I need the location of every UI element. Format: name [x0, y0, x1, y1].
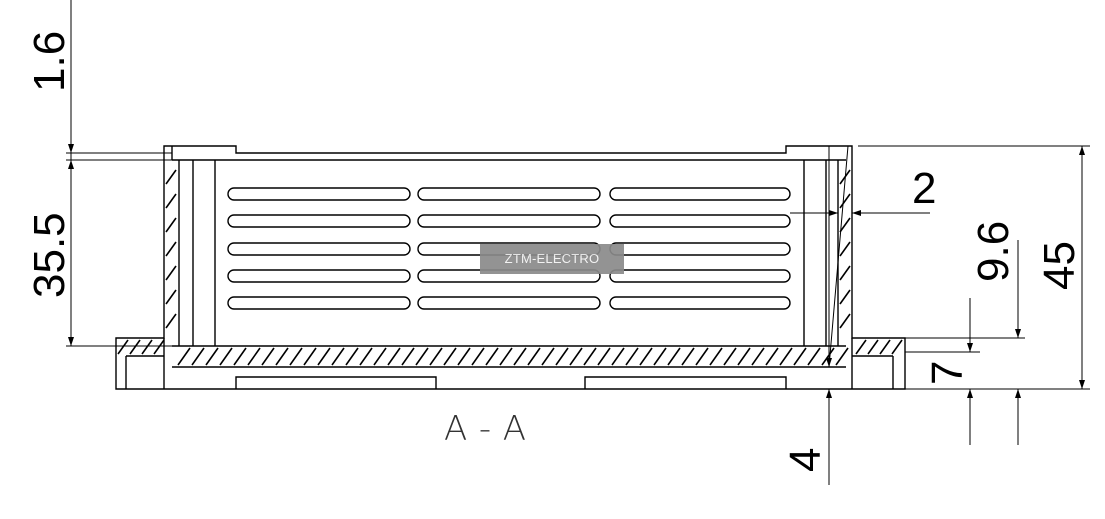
hatch-line [541, 347, 555, 366]
hatch-line [597, 347, 611, 366]
hatch-line [247, 347, 261, 366]
hatch-line [653, 347, 667, 366]
hatch-line [345, 347, 359, 366]
vent-slot [609, 242, 791, 256]
dimension-lines [66, 0, 1090, 485]
hatch-line [165, 241, 177, 257]
hatch-line [289, 347, 303, 366]
hatch-line [681, 347, 695, 366]
vent-slot [417, 214, 601, 228]
hatch-line [165, 265, 177, 281]
hatch-line [233, 347, 247, 366]
vent-slot [609, 296, 791, 310]
hatch-line [165, 193, 177, 209]
hatch-line [839, 217, 851, 233]
vent-slot [227, 214, 411, 228]
hatch-line [191, 347, 205, 366]
hatch-line [793, 347, 807, 366]
hatch-line [879, 339, 891, 355]
hatch-line [737, 347, 751, 366]
hatch-line [765, 347, 779, 366]
hatch-line [611, 347, 625, 366]
hatch-line [839, 313, 851, 329]
hatch-line [855, 339, 867, 355]
hatch-line [569, 347, 583, 366]
hatch-line [667, 347, 681, 366]
hatch-line [499, 347, 513, 366]
hatch-line [387, 347, 401, 366]
dim-base-height: 7 [923, 361, 972, 385]
hatch-line [219, 347, 233, 366]
dim-slot-height: 9.6 [969, 221, 1018, 282]
hatch-line [555, 347, 569, 366]
hatch-line [165, 289, 177, 305]
vent-slot [609, 269, 791, 283]
hatch-line [625, 347, 639, 366]
hatch-line [779, 347, 793, 366]
hatch-line [891, 339, 903, 355]
vent-slot [609, 214, 791, 228]
hatch-line [839, 241, 851, 257]
vent-slot [609, 187, 791, 201]
hatch-line [867, 339, 879, 355]
dim-lip: 1.6 [25, 31, 74, 92]
vent-slot [417, 187, 601, 201]
hatch-line [471, 347, 485, 366]
hatch-line [275, 347, 289, 366]
hatch-line [513, 347, 527, 366]
hatch-line [709, 347, 723, 366]
hatch-line [303, 347, 317, 366]
hatch-line [527, 347, 541, 366]
hatch-line [839, 289, 851, 305]
hatch-line [359, 347, 373, 366]
hatch-line [485, 347, 499, 366]
hatch-line [373, 347, 387, 366]
hatch-line [839, 265, 851, 281]
watermark: ZTM-ELECTRO [480, 244, 624, 274]
hatch-line [401, 347, 415, 366]
hatch-line [165, 313, 177, 329]
hatch-line [141, 339, 153, 355]
vent-slot [227, 187, 411, 201]
hatch-line [117, 339, 129, 355]
hatch-line [153, 339, 165, 355]
vent-slot [227, 242, 411, 256]
hatch-line [457, 347, 471, 366]
hatch-line [723, 347, 737, 366]
hatch-line [821, 347, 835, 366]
hatch-line [639, 347, 653, 366]
dim-floor: 4 [781, 448, 830, 472]
vent-slot [227, 296, 411, 310]
hatch-line [177, 347, 191, 366]
hatch-line [261, 347, 275, 366]
hatch-line [751, 347, 765, 366]
hatch-line [165, 169, 177, 185]
vent-slot [417, 296, 601, 310]
dim-wall: 2 [912, 164, 936, 213]
section-label: A-A [444, 409, 526, 449]
hatch-line [129, 339, 141, 355]
hatch-line [443, 347, 457, 366]
vent-slot [227, 269, 411, 283]
hatch-line [415, 347, 429, 366]
hatch-line [839, 193, 851, 209]
dim-total-height: 45 [1035, 241, 1084, 290]
hatch-line [807, 347, 821, 366]
hatch-line [583, 347, 597, 366]
dim-inner-height: 35.5 [25, 212, 74, 298]
hatch-line [835, 347, 849, 366]
hatch-line [165, 217, 177, 233]
hatch-line [317, 347, 331, 366]
hatch-line [429, 347, 443, 366]
hatch-line [205, 347, 219, 366]
hatch-line [331, 347, 345, 366]
hatch-line [695, 347, 709, 366]
